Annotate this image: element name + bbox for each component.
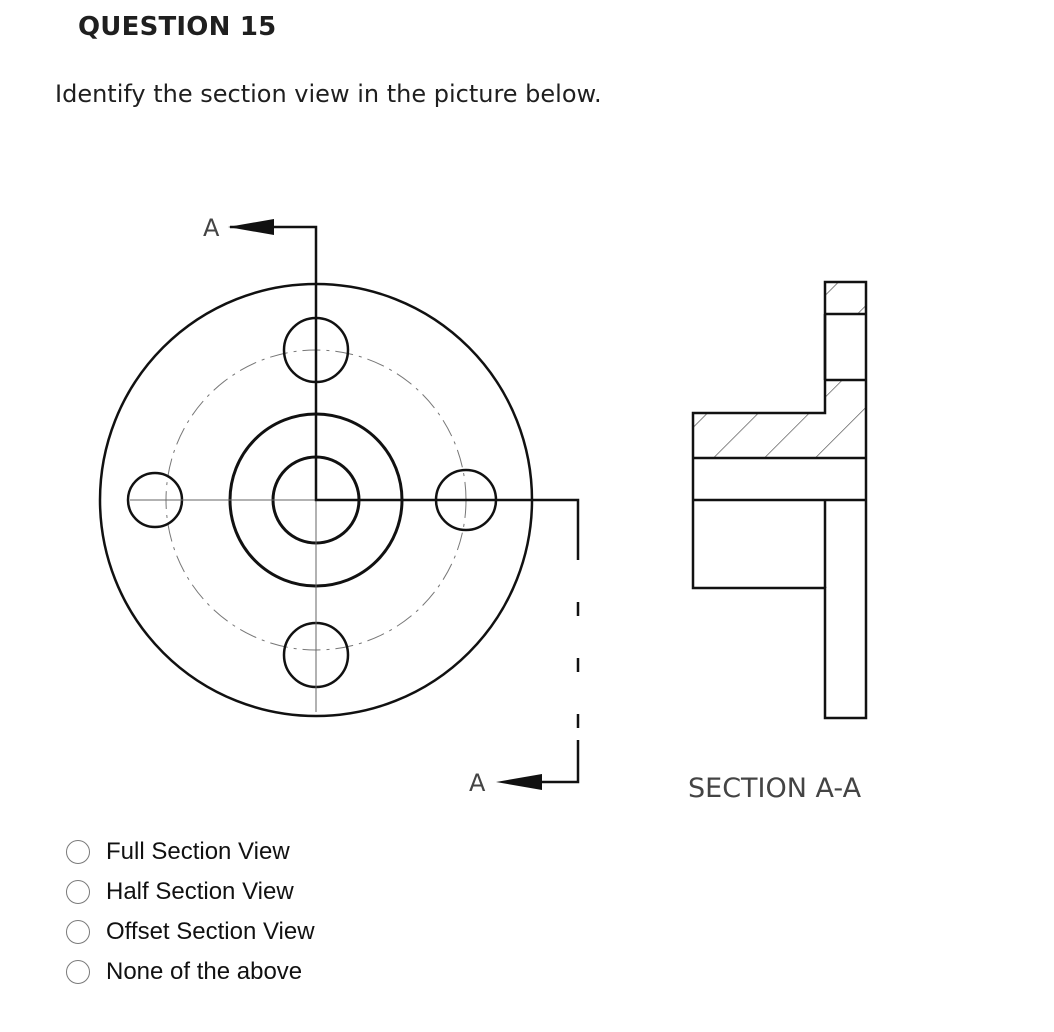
- option-offset-section-view[interactable]: Offset Section View: [66, 912, 315, 952]
- section-hatch-hub: [693, 380, 866, 458]
- option-label: Half Section View: [106, 878, 294, 905]
- section-outline-lower: [691, 500, 868, 720]
- cutting-plane-label-top: A: [203, 214, 220, 242]
- cutting-plane-label-bottom: A: [469, 769, 486, 797]
- section-view: [691, 280, 868, 720]
- radio-button[interactable]: [66, 840, 90, 864]
- question-title: QUESTION 15: [78, 12, 277, 42]
- section-caption: SECTION A-A: [688, 773, 862, 804]
- radio-button[interactable]: [66, 880, 90, 904]
- option-half-section-view[interactable]: Half Section View: [66, 872, 315, 912]
- radio-button[interactable]: [66, 960, 90, 984]
- cutting-plane-line: [230, 225, 580, 784]
- answer-options: Full Section View Half Section View Offs…: [66, 832, 315, 992]
- option-full-section-view[interactable]: Full Section View: [66, 832, 315, 872]
- section-hatch-flange-top: [825, 282, 866, 314]
- radio-button[interactable]: [66, 920, 90, 944]
- option-label: Offset Section View: [106, 918, 315, 945]
- option-label: Full Section View: [106, 838, 290, 865]
- cutting-plane-arrow-top: [228, 219, 274, 235]
- technical-drawing: A A SECTION A-A: [98, 214, 868, 804]
- option-label: None of the above: [106, 958, 303, 985]
- question-prompt: Identify the section view in the picture…: [55, 80, 602, 108]
- cutting-plane-arrow-bottom: [496, 774, 542, 790]
- option-none-of-the-above[interactable]: None of the above: [66, 952, 315, 992]
